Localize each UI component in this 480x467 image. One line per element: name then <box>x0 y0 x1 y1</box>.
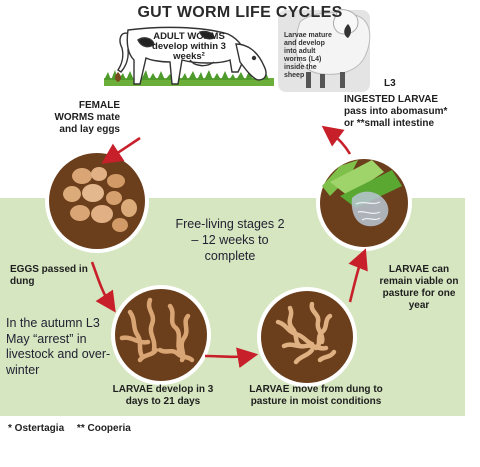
autumn-arrest-text: In the autumn L3 May “arrest” in livesto… <box>6 316 111 377</box>
footnote-cooperia: ** Cooperia <box>76 423 131 434</box>
larvae-develop-circle-illustration <box>111 285 211 385</box>
larvae-develop-label: LARVAE develop in 3 days to 21 days <box>112 384 214 407</box>
arrow-move-to-pasture <box>348 248 368 303</box>
page-title: GUT WORM LIFE CYCLES <box>137 4 343 21</box>
ingested-larvae-label: INGESTED LARVAE pass into abomasum* or *… <box>344 94 448 129</box>
arrow-develop-to-move <box>204 347 259 368</box>
cow-caption: ADULT WORMS develop within 3 weeks² <box>150 32 228 62</box>
l3-label: L3 <box>384 78 396 89</box>
eggs-circle-illustration <box>45 149 149 253</box>
free-living-text: Free-living stages 2 – 12 weeks to compl… <box>175 217 285 263</box>
arrow-eggs-to-develop <box>90 261 116 313</box>
cycle-arrows <box>90 125 368 368</box>
pasture-larvae-circle-illustration <box>316 155 412 251</box>
cow-caption-text: ADULT WORMS develop within 3 weeks² <box>152 31 226 62</box>
eggs-passed-label: EGGS passed in dung <box>10 264 88 287</box>
footnote-ostertagia: * Ostertagia <box>8 423 65 434</box>
arrow-pasture-to-ingested <box>321 125 352 155</box>
cow-illustration <box>115 26 267 85</box>
female-worms-label: FEMALE WORMS mate and lay eggs <box>54 100 120 135</box>
sheep-illustration <box>278 9 371 92</box>
footnotes: * Ostertagia ** Cooperia <box>8 423 141 434</box>
larvae-remain-label: LARVAE can remain viable on pasture for … <box>379 264 459 311</box>
larvae-move-circle-illustration <box>257 287 357 387</box>
sheep-caption-text: Larvae mature and develop into adult wor… <box>284 32 332 79</box>
arrow-worms-to-eggs <box>101 136 141 164</box>
sheep-caption: Larvae mature and develop into adult wor… <box>284 32 336 80</box>
larvae-move-label: LARVAE move from dung to pasture in mois… <box>249 384 383 407</box>
grass-strip <box>104 70 274 86</box>
